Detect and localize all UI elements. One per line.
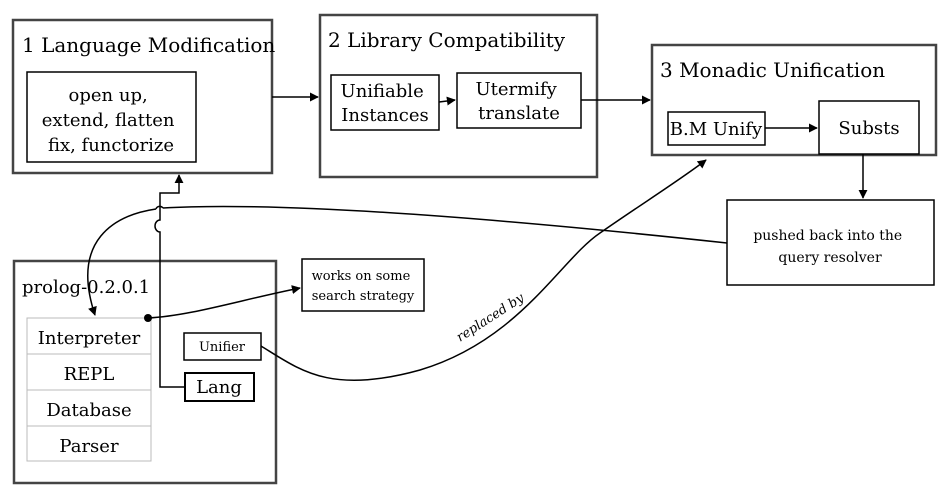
module-database: Database [46, 400, 131, 421]
lang-mod-title: 1 Language Modification [22, 33, 275, 57]
lib-compat-title: 2 Library Compatibility [328, 28, 566, 52]
search-note-line: search strategy [312, 289, 415, 304]
utermify-line: Utermify [475, 79, 557, 100]
bm-unify-box [667, 111, 766, 146]
substs-label: Substs [838, 118, 899, 139]
pushed-back-line: query resolver [778, 250, 882, 266]
lang-op-line: extend, flatten [42, 110, 175, 131]
search-note-box [301, 258, 425, 312]
arrow-unifier-replaced-by [260, 159, 707, 382]
unifiable-line: Instances [341, 105, 428, 126]
unifier-box [183, 332, 262, 361]
search-note-group: works on some search strategy [301, 258, 425, 312]
arrow-to-search-note [147, 285, 301, 319]
lang-ops-text: open up, extend, flatten fix, functorize [42, 85, 180, 156]
search-note-text: works on some search strategy [312, 269, 415, 304]
module-repl: REPL [64, 364, 115, 385]
pushed-back-group: pushed back into the query resolver [726, 199, 935, 286]
substs-box [818, 100, 920, 155]
connectors [88, 92, 868, 388]
monadic-title: 3 Monadic Unification [660, 58, 885, 82]
unifiable-instances-box [330, 74, 440, 131]
stage-language-modification: 1 Language Modification open up, extend,… [11, 18, 275, 175]
junction-dot [144, 314, 152, 322]
arrow-lang-to-lang-mod [154, 174, 185, 388]
utermify-line: translate [478, 103, 560, 124]
lang-ops-box [26, 71, 197, 163]
lang-op-line: fix, functorize [48, 135, 174, 156]
prolog-title: prolog-0.2.0.1 [22, 277, 150, 298]
arrow-pushed-to-interpreter [88, 205, 728, 315]
stage-library-compatibility: 2 Library Compatibility Unifiable Instan… [318, 13, 599, 179]
replaced-by-label: replaced by [454, 290, 527, 345]
utermify-box [456, 72, 582, 129]
prolog-package: prolog-0.2.0.1 Interpreter REPL Database… [12, 259, 278, 485]
module-interpreter: Interpreter [38, 328, 141, 349]
pushed-back-box [726, 199, 935, 286]
pushed-back-line: pushed back into the [753, 228, 902, 244]
unifier-label: Unifier [199, 340, 246, 355]
lang-label: Lang [196, 377, 242, 398]
stage-monadic-unification: 3 Monadic Unification B.M Unify Substs [650, 43, 938, 157]
lang-op-line: open up, [69, 85, 148, 106]
search-note-line: works on some [312, 269, 411, 284]
pushed-back-text: pushed back into the query resolver [753, 228, 906, 266]
bm-unify-label: B.M Unify [670, 119, 763, 140]
module-parser: Parser [59, 436, 119, 457]
unifiable-line: Unifiable [341, 81, 424, 102]
unifiable-instances-text: Unifiable Instances [341, 81, 430, 126]
arrow-unifiable-to-utermify [438, 96, 456, 106]
prolog-modules: Interpreter REPL Database Parser [26, 317, 152, 462]
utermify-text: Utermify translate [475, 79, 562, 124]
line-hop [155, 205, 164, 210]
